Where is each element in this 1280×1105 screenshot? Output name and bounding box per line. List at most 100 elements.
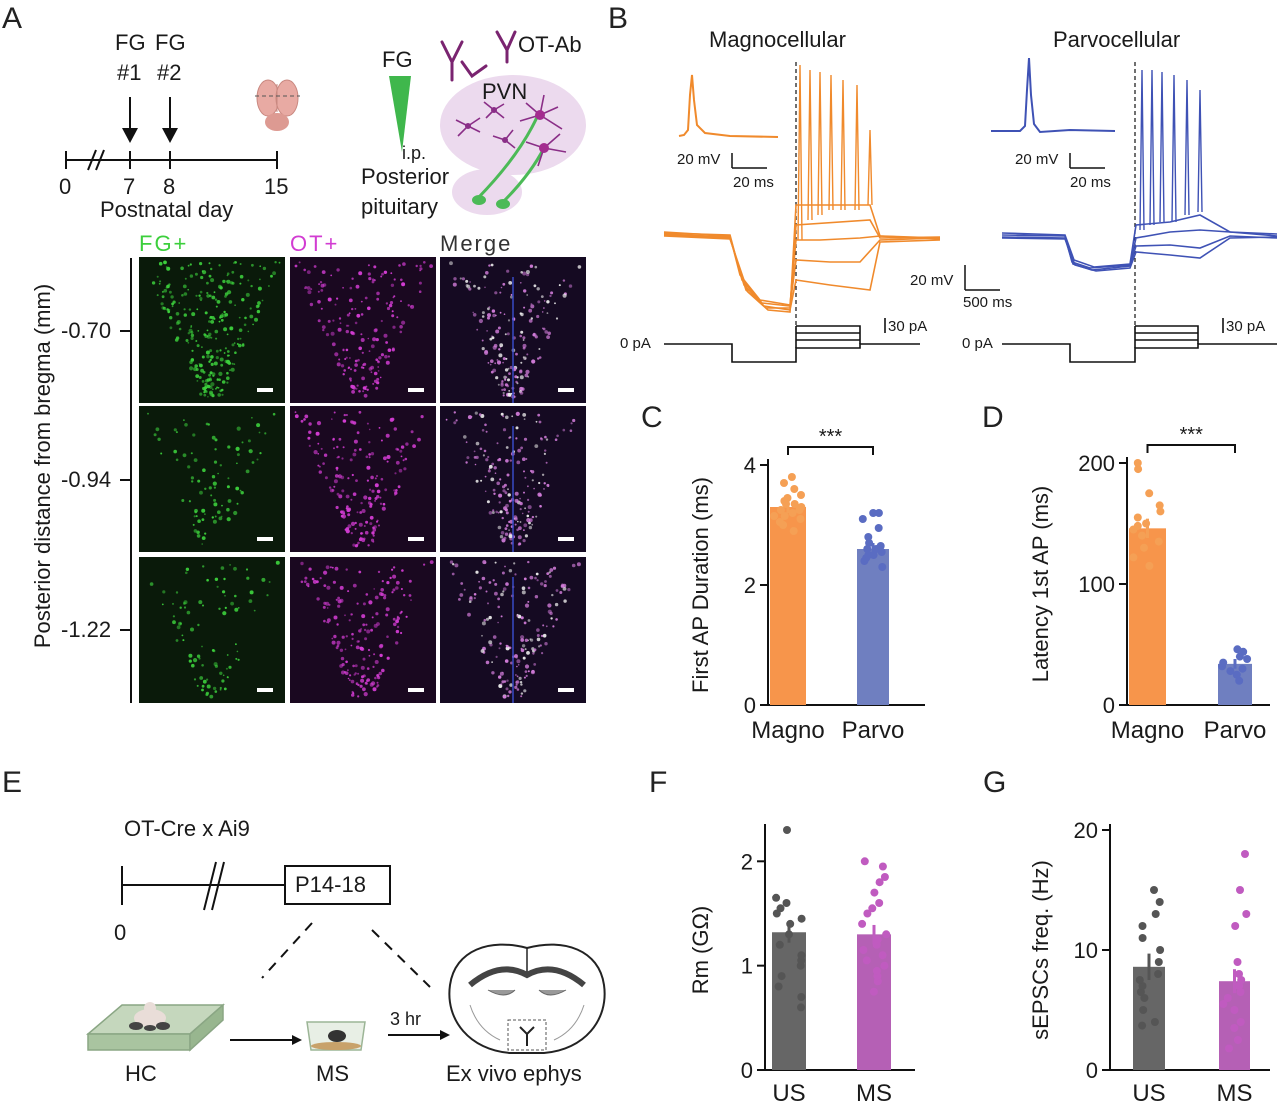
c-point-parvo-7: [865, 539, 874, 547]
d-point-parvo-9: [1233, 645, 1242, 654]
c-point-parvo-9: [874, 524, 883, 532]
f-point-us-3: [777, 972, 786, 981]
column-header-fg: FG+: [139, 231, 189, 256]
d-point-magno-10: [1134, 465, 1143, 474]
inset-scale-mv-parvo: 20 mV: [1015, 151, 1059, 168]
g-point-us-14: [1135, 976, 1144, 984]
g-point-ms-13: [1236, 886, 1244, 894]
g-point-ms-9: [1235, 970, 1243, 978]
g-category-ms: MS: [1217, 1080, 1253, 1105]
d-point-magno-1: [1129, 553, 1138, 562]
d-point-magno-13: [1133, 521, 1142, 530]
c-point-magno-13: [787, 473, 796, 481]
d-point-parvo-5: [1219, 658, 1228, 667]
row-label-3: -1.22: [61, 617, 112, 642]
f-point-ms-0: [869, 987, 878, 996]
g-point-ms-7: [1235, 982, 1244, 990]
c-point-magno-2: [796, 515, 805, 523]
f-ytick-label-0: 0: [741, 1058, 753, 1083]
schematic-target-1: Posterior: [361, 164, 450, 189]
f-point-us-1: [797, 993, 806, 1001]
g-point-us-2: [1139, 1006, 1148, 1014]
d-point-magno-0: [1145, 561, 1154, 570]
g-point-us-11: [1151, 910, 1160, 918]
g-point-us-8: [1156, 946, 1165, 954]
f-point-ms-15: [880, 873, 889, 881]
d-ytick-label-0: 0: [1103, 693, 1115, 718]
d-significance-stars: ***: [1180, 424, 1204, 446]
micrograph-r2-c2: [290, 406, 436, 552]
g-ytick-label-1: 10: [1074, 938, 1098, 963]
f-ytick-label-1: 1: [741, 954, 753, 979]
panel-b-label: B: [608, 2, 629, 35]
c-category-magno: Magno: [751, 717, 824, 744]
micrograph-r1-c3: [440, 257, 586, 403]
c-point-parvo-12: [869, 509, 878, 517]
panel-f-label: F: [649, 766, 668, 799]
g-point-us-4: [1136, 988, 1145, 996]
micrograph-r3-c3: [440, 557, 586, 703]
c-point-magno-11: [790, 485, 799, 493]
f-point-ms-17: [860, 857, 869, 866]
c-point-parvo-13: [869, 551, 878, 559]
micrograph-r2-c1: [139, 406, 285, 552]
c-point-magno-15: [770, 512, 779, 520]
schematic-tracer: FG: [382, 47, 413, 72]
f-point-us-8: [785, 930, 793, 939]
f-point-ms-9: [858, 919, 867, 928]
d-point-parvo-0: [1235, 676, 1244, 685]
d-category-magno: Magno: [1111, 717, 1184, 744]
g-point-us-7: [1154, 958, 1163, 966]
c-point-magno-16: [795, 506, 804, 514]
current-scale-magno: 30 pA: [888, 318, 928, 335]
d-point-magno-2: [1140, 543, 1148, 552]
micrograph-r1-c1: [139, 257, 285, 403]
g-point-ms-12: [1242, 910, 1251, 918]
panel-d-label: D: [982, 401, 1004, 434]
column-header-ot: OT+: [290, 231, 340, 256]
f-point-us-13: [772, 893, 781, 902]
c-point-magno-3: [780, 512, 789, 520]
g-point-us-13: [1150, 886, 1158, 894]
d-point-magno-8: [1155, 501, 1164, 510]
schematic-route: i.p.: [402, 143, 427, 163]
d-category-parvo: Parvo: [1204, 717, 1267, 744]
column-header-merge: Merge: [440, 231, 513, 256]
trace-title-magno: Magnocellular: [709, 27, 846, 52]
d-point-magno-9: [1145, 489, 1154, 498]
g-point-us-3: [1140, 994, 1149, 1002]
timeline-tick-15: 15: [264, 174, 289, 199]
d-point-magno-5: [1142, 519, 1151, 528]
c-ytick-label-2: 4: [744, 453, 756, 478]
age-box-label: P14-18: [295, 872, 366, 897]
inset-scale-mv-magno: 20 mV: [677, 151, 721, 168]
g-point-ms-15: [1219, 1000, 1228, 1008]
timeline-tick-7: 7: [123, 174, 136, 199]
g-point-us-12: [1155, 898, 1164, 906]
g-point-ms-0: [1225, 1044, 1233, 1053]
c-point-magno-17: [790, 500, 799, 508]
g-point-ms-4: [1230, 1006, 1239, 1014]
schematic-region: PVN: [482, 79, 528, 104]
g-point-ms-1: [1233, 1036, 1242, 1044]
panel-a-label: A: [2, 2, 23, 35]
f-category-ms: MS: [856, 1080, 892, 1105]
c-point-magno-1: [775, 518, 784, 526]
micrograph-r2-c3: [440, 406, 586, 552]
micrograph-r1-c2: [290, 257, 436, 403]
c-ylabel: First AP Duration (ms): [688, 477, 713, 693]
main-scale-ms: 500 ms: [963, 294, 1013, 311]
injection-1-num: #1: [117, 60, 142, 85]
main-scale-mv: 20 mV: [910, 272, 954, 289]
g-point-ms-5: [1223, 994, 1232, 1002]
c-point-magno-4: [788, 509, 797, 517]
condition-ms: MS: [316, 1061, 349, 1086]
g-point-us-5: [1138, 982, 1147, 990]
d-point-magno-12: [1154, 537, 1163, 546]
d-point-magno-3: [1138, 531, 1146, 540]
panel-c-label: C: [641, 401, 663, 434]
d-ylabel: Latency 1st AP (ms): [1028, 486, 1053, 682]
g-ytick-label-0: 0: [1086, 1058, 1098, 1083]
g-point-us-0: [1138, 1021, 1147, 1030]
